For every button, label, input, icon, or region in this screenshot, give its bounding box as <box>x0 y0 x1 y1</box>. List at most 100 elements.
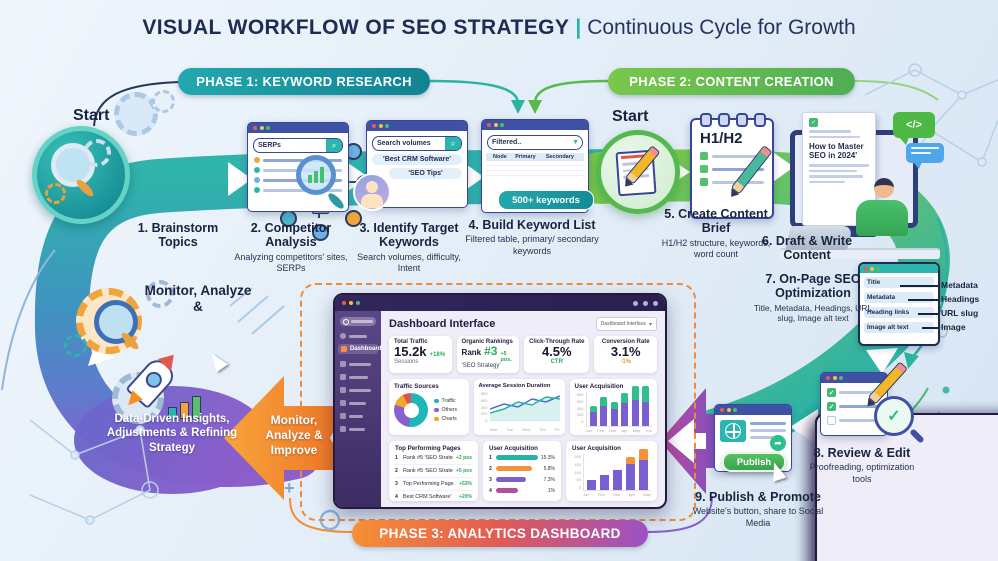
connector-phase1-right <box>429 79 520 103</box>
content-start-badge-icon <box>596 130 680 214</box>
stacked-bar <box>589 406 597 426</box>
step-5-label: 5. Create Content Brief H1/H2 structure,… <box>660 207 772 260</box>
step-arrow-2 <box>344 160 368 194</box>
step-7-desc: Title, Metadata, Headings, URL slug, Ima… <box>753 302 873 324</box>
row-delta: +2 pos <box>456 455 472 461</box>
step-9-title: 9. Publish & Promote <box>695 490 821 504</box>
arrow-down-review <box>866 348 898 374</box>
serp-browser: SERPs ⌕ <box>247 122 349 212</box>
serp-search-bar[interactable]: SERPs ⌕ <box>253 138 343 153</box>
doc-title: How to Master SEO in 2024' <box>809 142 864 161</box>
title-main: VISUAL WORKFLOW OF SEO STRATEGY <box>142 16 570 39</box>
publish-button[interactable]: Publish <box>722 452 786 472</box>
magnifier-chart-icon <box>296 155 336 195</box>
table-row[interactable]: 2 Rank #5 'SEO Strategy' +5 pos <box>395 465 472 478</box>
search-icon[interactable]: ⌕ <box>326 139 342 152</box>
kpi-conversion: Conversion Rate 3.1% -1% <box>594 336 657 373</box>
col-primary: Primary <box>513 153 544 161</box>
line-chart <box>489 395 560 422</box>
row-rank: 4 <box>395 494 398 500</box>
legend-label: Charts <box>441 416 457 422</box>
search-icon <box>343 318 349 325</box>
sidebar-item[interactable] <box>340 361 376 367</box>
table-row[interactable]: 4 Best CRM Software' +20% <box>395 491 472 503</box>
row-rank: 1 <box>395 455 398 461</box>
onpage-seo-panel: Title Metadata Heading links Image alt t… <box>858 262 940 346</box>
dashboard-dropdown[interactable]: Dashboard Interface ▾ <box>595 317 657 331</box>
sidebar-item[interactable] <box>340 413 376 419</box>
row-label: Rank #5 'SEO Strategy' <box>403 468 453 474</box>
gear-icon-small <box>152 90 175 113</box>
globe-icon <box>720 420 746 442</box>
chart-title: User Acquisition <box>489 445 538 452</box>
kpi-label: Organic Rankings <box>461 339 513 345</box>
hbar-row: 1 15.3% <box>489 452 555 463</box>
connector-phase2-left <box>533 79 609 103</box>
sidebar-item[interactable] <box>340 374 376 380</box>
start-badge-icon <box>32 126 130 224</box>
step-7-title: 7. On-Page SEO Optimization <box>765 272 861 301</box>
filter-input[interactable]: Filtered.. ▼ <box>487 135 583 150</box>
dashboard-main: Dashboard Interface Dashboard Interface … <box>381 311 665 507</box>
volume-search-bar[interactable]: Search volumes ⌕ <box>372 136 462 151</box>
filter-icon[interactable]: ▼ <box>572 139 579 146</box>
kpi-value-prefix: Rank <box>461 348 482 357</box>
step-8-label: 8. Review & Edit Proofreading, optimizat… <box>800 446 924 485</box>
step-arrow-1 <box>228 162 252 196</box>
sidebar-search-input[interactable] <box>340 317 376 326</box>
page-title: VISUAL WORKFLOW OF SEO STRATEGY|Continuo… <box>0 16 998 40</box>
hbar <box>496 488 518 493</box>
desk <box>780 248 940 259</box>
unchecked-icon[interactable] <box>827 416 836 425</box>
start-label-phase1: Start <box>73 107 110 124</box>
keyword-chip-2: 'SEO Tips' <box>389 168 462 179</box>
col-node: Node <box>491 153 514 161</box>
kpi-label: Conversion Rate <box>601 339 650 345</box>
sidebar-item[interactable] <box>340 333 376 339</box>
hbar <box>495 455 538 460</box>
content-brief-notepad: H1/H2 <box>690 113 774 219</box>
row-label: Rank #5 'SEO Strategy' <box>403 455 453 461</box>
check-icon: ✓ <box>887 408 901 425</box>
hbar-row: 4 1% <box>489 485 555 496</box>
flag-icon: ✓ <box>809 118 818 127</box>
table-row[interactable]: 3 Top Performing Page +53% <box>395 478 472 491</box>
search-icon[interactable]: ⌕ <box>445 137 461 150</box>
bar <box>587 480 596 490</box>
bar <box>600 475 609 490</box>
bell-icon[interactable] <box>633 300 638 306</box>
phase1-banner: PHASE 1: KEYWORD RESEARCH <box>178 68 430 95</box>
sidebar-item[interactable] <box>340 387 376 393</box>
gear-icon[interactable] <box>643 300 648 306</box>
volume-query: Search volumes <box>377 140 431 147</box>
keyword-chip-1: 'Best CRM Software' <box>372 154 462 165</box>
share-icon[interactable]: ➦ <box>770 435 786 451</box>
chart-title: Traffic Sources <box>394 383 439 390</box>
donut-chart <box>394 393 428 427</box>
row-delta: +5 pos <box>456 468 472 474</box>
table-row[interactable]: 1 Rank #5 'SEO Strategy' +2 pos <box>395 452 472 465</box>
sidebar-item-dashboard[interactable]: Dashboard <box>338 344 381 354</box>
stacked-bar <box>621 393 628 426</box>
stacked-bar <box>610 402 618 426</box>
gear-icon-gray <box>146 280 174 308</box>
chart-title: User Acquisition <box>572 445 621 452</box>
browser-titlebar <box>248 123 348 133</box>
chart-title: Top Performing Pages <box>395 445 461 452</box>
account-icon[interactable] <box>653 300 658 306</box>
sidebar-item[interactable] <box>340 400 376 406</box>
onpage-row-image: Image alt text <box>864 322 934 333</box>
filter-text: Filtered.. <box>492 139 522 146</box>
step-3-title: 3. Identify Target Keywords <box>359 221 459 250</box>
stacked-bar-chart <box>585 386 652 427</box>
sidebar-item[interactable] <box>340 426 376 432</box>
table-row <box>486 170 998 561</box>
step-7-label: 7. On-Page SEO Optimization Title, Metad… <box>748 272 878 324</box>
top-pages-card: Top Performing Pages 1 Rank #5 'SEO Stra… <box>389 441 478 501</box>
analytics-dashboard-window: Dashboard Dashboard Interface Dashboard … <box>333 293 667 509</box>
dropdown-value: Dashboard Interface <box>600 321 646 327</box>
